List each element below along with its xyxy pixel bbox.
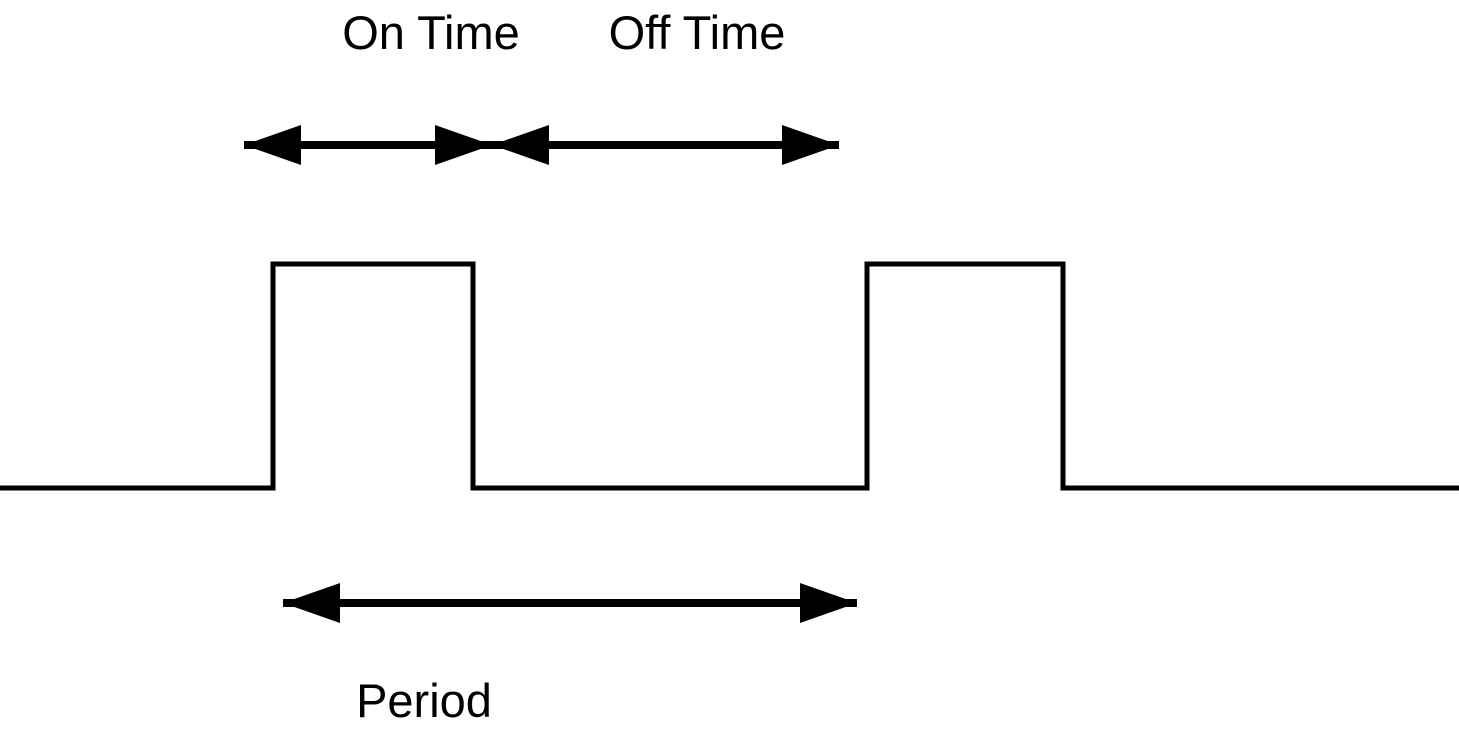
on-time-label: On Time: [342, 6, 520, 59]
pwm-waveform: [0, 261, 1459, 491]
off-time-label: Off Time: [609, 6, 786, 59]
period-label: Period: [356, 674, 492, 727]
